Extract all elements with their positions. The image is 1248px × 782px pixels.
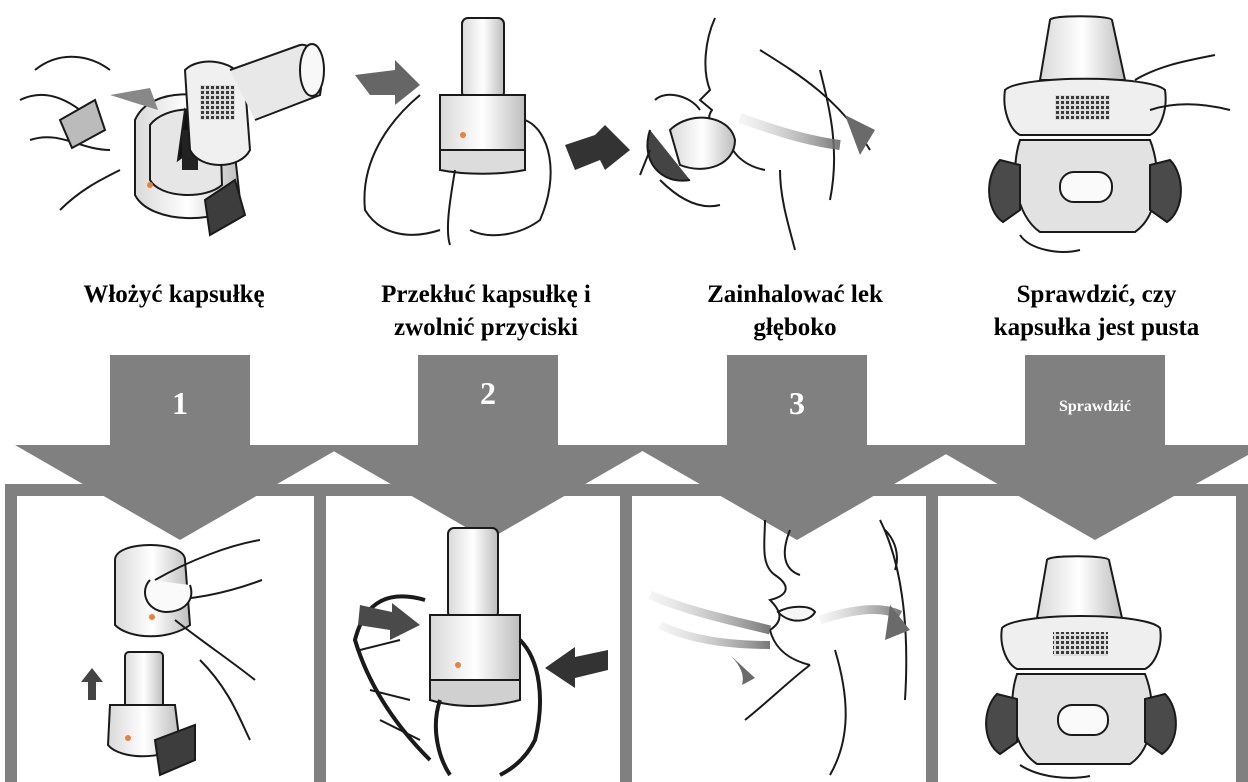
step-number-1: 1	[110, 385, 250, 422]
illustration-pierce-capsule	[355, 18, 630, 245]
step-number-2: 2	[418, 375, 558, 412]
illustration-close-mouthpiece	[81, 540, 262, 775]
caption-step-check-line-2: kapsułka jest pusta	[945, 311, 1248, 344]
arrow-step-3	[632, 355, 962, 540]
illustration-exhale	[650, 520, 910, 775]
illustration-check-capsule	[989, 16, 1230, 252]
caption-step-3-line-1: Zainhalować lek	[630, 278, 960, 311]
illustration-press-buttons	[355, 528, 608, 775]
caption-step-2: Przekłuć kapsułkę i zwolnić przyciski	[314, 278, 658, 344]
caption-step-check: Sprawdzić, czy kapsułka jest pusta	[945, 278, 1248, 344]
arrow-step-1	[15, 355, 345, 540]
caption-step-3-line-2: głęboko	[630, 311, 960, 344]
caption-step-3: Zainhalować lek głęboko	[630, 278, 960, 344]
illustration-insert-capsule	[20, 44, 324, 235]
caption-step-2-line-2: zwolnić przyciski	[314, 311, 658, 344]
caption-step-check-line-1: Sprawdzić, czy	[945, 278, 1248, 311]
caption-step-2-line-1: Przekłuć kapsułkę i	[314, 278, 658, 311]
caption-step-1-line-1: Włożyć kapsułkę	[0, 278, 348, 311]
step-label-check: Sprawdzić	[1025, 398, 1165, 416]
caption-step-1: Włożyć kapsułkę	[0, 278, 348, 311]
illustration-empty-capsule	[986, 556, 1176, 778]
arrow-step-check	[930, 355, 1248, 540]
illustration-inhale	[640, 18, 875, 250]
step-number-3: 3	[727, 385, 867, 422]
